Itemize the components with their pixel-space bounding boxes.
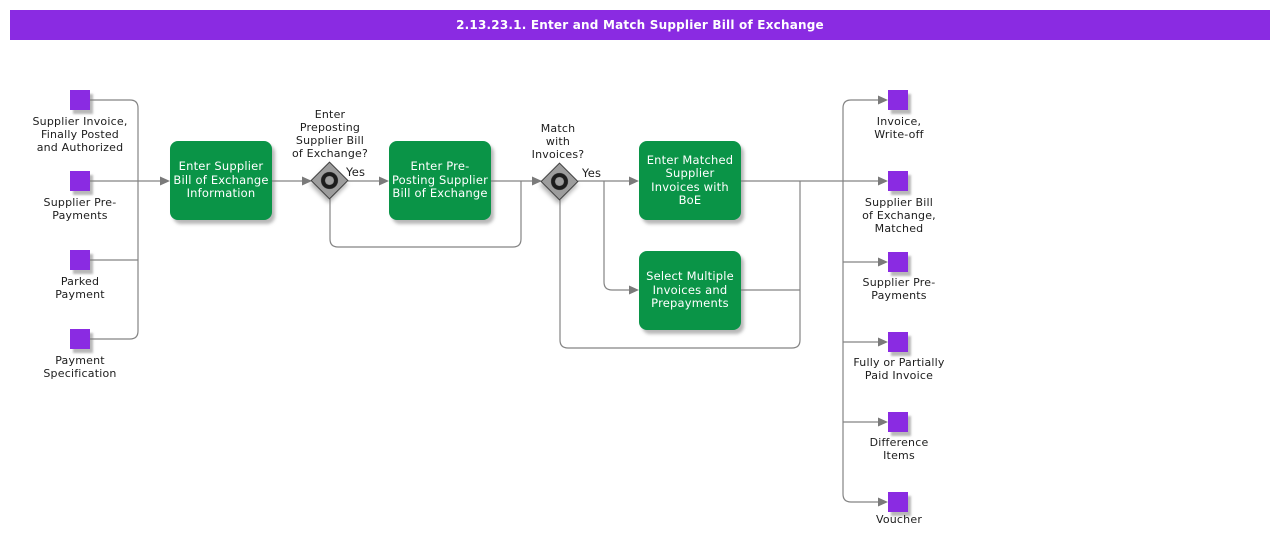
output-artifact-square-paid-invoice[interactable] (888, 332, 908, 352)
output-label: Difference Items (869, 436, 929, 462)
page-title: 2.13.23.1. Enter and Match Supplier Bill… (456, 18, 824, 32)
diagram-title-banner: 2.13.23.1. Enter and Match Supplier Bill… (10, 10, 1270, 40)
output-label: Voucher (875, 513, 923, 526)
input-label: Parked Payment (55, 275, 105, 301)
arrowheads (160, 95, 888, 507)
task-enter-preposting-supplier-boe[interactable]: Enter Pre- Posting Supplier Bill of Exch… (389, 141, 491, 220)
input-artifact-square-supplier-prepayments[interactable] (70, 171, 90, 191)
output-label: Supplier Pre- Payments (862, 276, 936, 302)
output-artifact-square-invoice-writeoff[interactable] (888, 90, 908, 110)
decision-circle-icon (551, 173, 568, 190)
input-label: Payment Specification (43, 354, 117, 380)
branch-label-yes: Yes (582, 166, 602, 180)
task-select-multiple-invoices[interactable]: Select Multiple Invoices and Prepayments (639, 251, 741, 330)
output-label: Invoice, Write-off (874, 115, 924, 141)
input-artifact-square-payment-specification[interactable] (70, 329, 90, 349)
branch-label-yes: Yes (346, 165, 366, 179)
output-artifact-square-supplier-boe-matched[interactable] (888, 171, 908, 191)
decision-question: Match with Invoices? (531, 122, 585, 161)
task-enter-supplier-boe-information[interactable]: Enter Supplier Bill of Exchange Informat… (170, 141, 272, 220)
input-label: Supplier Invoice, Finally Posted and Aut… (32, 115, 128, 154)
input-label: Supplier Pre- Payments (43, 196, 117, 222)
input-artifact-square-supplier-invoice[interactable] (70, 90, 90, 110)
output-artifact-square-voucher[interactable] (888, 492, 908, 512)
output-artifact-square-supplier-prepayments[interactable] (888, 252, 908, 272)
task-enter-matched-supplier-invoices[interactable]: Enter Matched Supplier Invoices with BoE (639, 141, 741, 220)
output-artifact-square-difference-items[interactable] (888, 412, 908, 432)
decision-question: Enter Preposting Supplier Bill of Exchan… (291, 108, 369, 160)
output-label: Supplier Bill of Exchange, Matched (862, 196, 936, 235)
input-artifact-square-parked-payment[interactable] (70, 250, 90, 270)
output-label: Fully or Partially Paid Invoice (853, 356, 945, 382)
decision-circle-icon (321, 172, 338, 189)
